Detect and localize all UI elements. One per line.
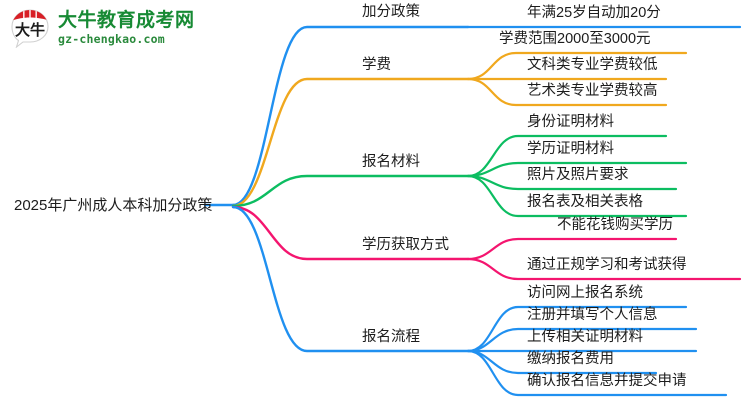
leaf-label-liucheng-5[interactable]: 确认报名信息并提交申请 [527, 373, 687, 389]
daniu-speech-bubble-logo-icon: 大牛 [10, 8, 52, 49]
leaf-label-xuefei-2[interactable]: 文科类专业学费较低 [527, 57, 658, 73]
branch-connector-baoming-liucheng [231, 205, 728, 397]
leaf-label-liucheng-2[interactable]: 注册并填写个人信息 [527, 307, 658, 323]
leaf-label-liucheng-3[interactable]: 上传相关证明材料 [527, 329, 643, 345]
leaf-label-cailiao-1[interactable]: 身份证明材料 [527, 114, 614, 130]
leaf-label-xueli-1[interactable]: 不能花钱购买学历 [557, 217, 673, 233]
logo-title: 大牛教育成考网 [58, 9, 195, 31]
branch-connector-xuefei [231, 51, 688, 208]
leaf-label-liucheng-4[interactable]: 缴纳报名费用 [527, 351, 614, 367]
leaf-label-xuefei-1[interactable]: 学费范围2000至3000元 [499, 31, 651, 47]
leaf-label-liucheng-1[interactable]: 访问网上报名系统 [527, 285, 643, 301]
branch-connector-baoming-cailiao [231, 134, 688, 218]
branch-connector-xueli-huoqu-fangshi [231, 205, 742, 281]
branch-connector-jiafen-zhengce [231, 25, 742, 207]
mindmap-root-node[interactable]: 2025年广州成人本科加分政策 [14, 197, 213, 214]
leaf-label-cailiao-4[interactable]: 报名表及相关表格 [527, 194, 643, 210]
branch-label-xueli-huoqu-fangshi[interactable]: 学历获取方式 [362, 237, 449, 253]
svg-text:大牛: 大牛 [15, 21, 45, 39]
site-logo: 大牛 大牛教育成考网 gz-chengkao.com [10, 8, 195, 49]
branch-label-baoming-cailiao[interactable]: 报名材料 [362, 154, 420, 170]
logo-subtitle: gz-chengkao.com [58, 31, 165, 46]
leaf-label-cailiao-2[interactable]: 学历证明材料 [527, 141, 614, 157]
leaf-label-cailiao-3[interactable]: 照片及照片要求 [527, 167, 629, 183]
leaf-label-xueli-2[interactable]: 通过正规学习和考试获得 [527, 257, 687, 273]
leaf-label-xuefei-3[interactable]: 艺术类专业学费较高 [527, 83, 658, 99]
branch-label-baoming-liucheng[interactable]: 报名流程 [362, 329, 420, 345]
branch-label-xuefei[interactable]: 学费 [362, 57, 391, 73]
branch-label-jiafen-zhengce[interactable]: 加分政策 [362, 4, 420, 20]
leaf-label-jiafen-1[interactable]: 年满25岁自动加20分 [527, 5, 661, 21]
